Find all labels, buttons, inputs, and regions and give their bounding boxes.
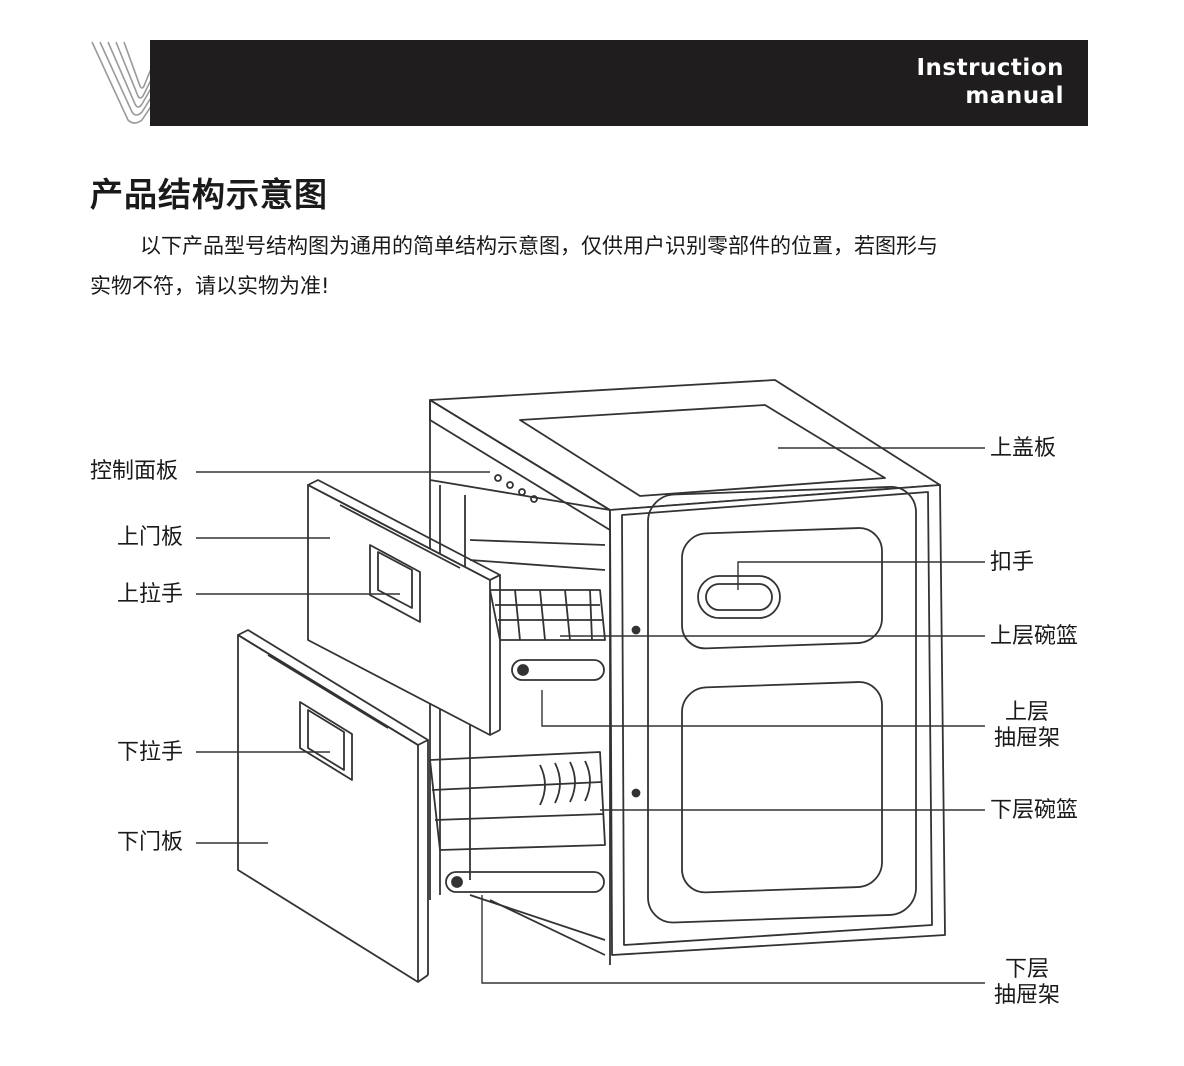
page-header: Instruction manual	[90, 40, 1088, 126]
label-grip: 扣手	[990, 550, 1035, 575]
leader-lower-rack	[481, 895, 985, 984]
leader-upper-rack	[541, 690, 985, 727]
label-lower-handle: 下拉手	[117, 740, 184, 765]
upper-basket-drawing	[469, 539, 606, 681]
label-upper-handle: 上拉手	[117, 582, 184, 607]
leader-grip	[737, 561, 985, 590]
manual-title-line1: Instruction	[916, 55, 1064, 81]
label-control-panel: 控制面板	[90, 459, 179, 484]
page-title: 产品结构示意图	[90, 175, 328, 214]
manual-title-line2: manual	[965, 83, 1064, 109]
product-structure-diagram	[196, 379, 985, 984]
label-upper-rack: 上层 抽屉架	[990, 700, 1064, 752]
label-upper-rack-line2: 抽屉架	[993, 726, 1060, 751]
cabinet-side-panel	[609, 484, 946, 956]
label-upper-door: 上门板	[117, 525, 184, 550]
manual-title: Instruction manual	[916, 54, 1064, 110]
label-upper-rack-line1: 上层	[1004, 700, 1049, 725]
label-lower-rack-line1: 下层	[1004, 957, 1049, 982]
intro-paragraph: 以下产品型号结构图为通用的简单结构示意图，仅供用户识别零部件的位置，若图形与 实…	[90, 226, 1090, 306]
header-bar: Instruction manual	[150, 40, 1088, 126]
label-lower-rack-line2: 抽屉架	[993, 983, 1060, 1008]
lower-door-drawing	[237, 629, 429, 983]
intro-line-2: 实物不符，请以实物为准!	[90, 274, 330, 298]
lower-basket-drawing	[429, 751, 606, 956]
upper-door-drawing	[307, 479, 501, 736]
label-top-cover: 上盖板	[990, 436, 1057, 461]
label-lower-door: 下门板	[117, 830, 184, 855]
intro-line-1: 以下产品型号结构图为通用的简单结构示意图，仅供用户识别零部件的位置，若图形与	[140, 234, 938, 258]
label-upper-basket: 上层碗篮	[990, 624, 1079, 649]
label-lower-rack: 下层 抽屉架	[990, 957, 1064, 1009]
label-lower-basket: 下层碗篮	[990, 798, 1079, 823]
